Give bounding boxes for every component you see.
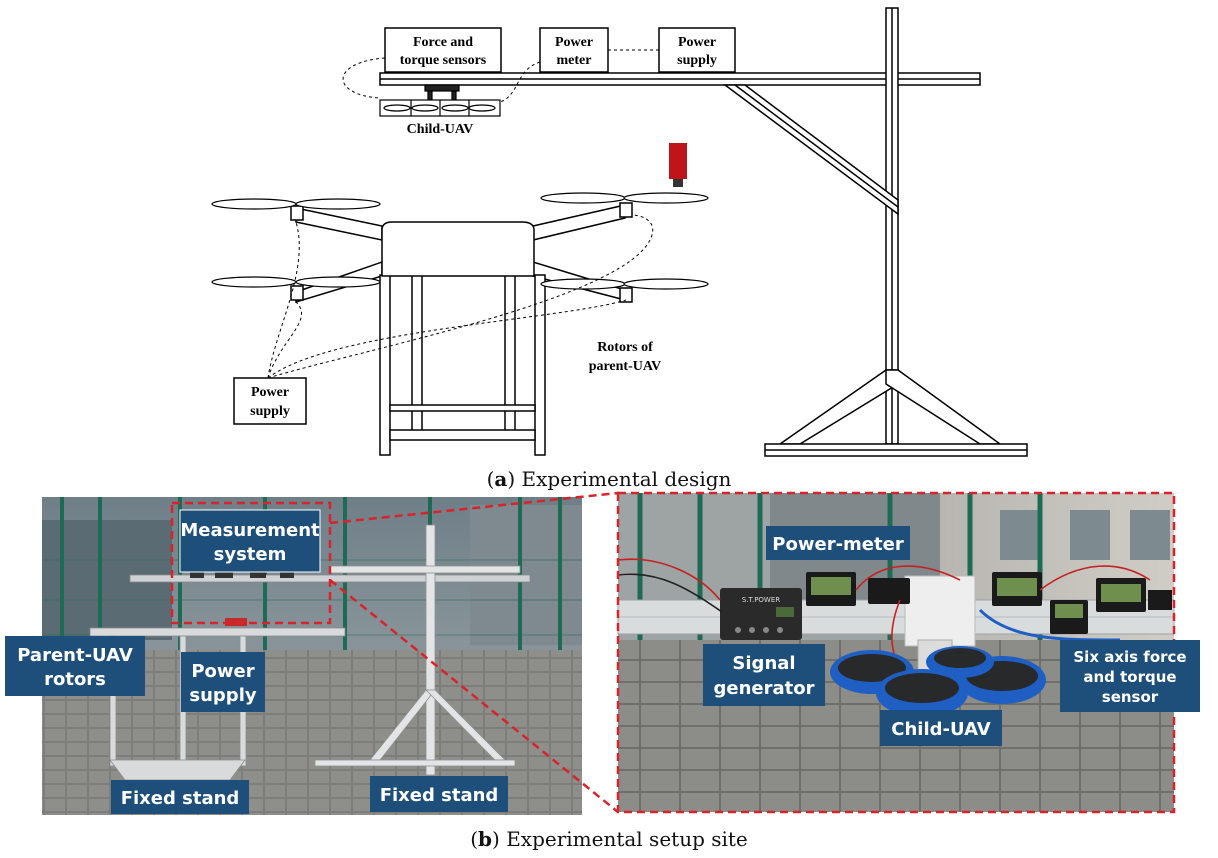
svg-text:S.T.POWER: S.T.POWER (742, 596, 780, 604)
power-supply-top-box: Power supply (658, 27, 736, 73)
top-beam (379, 72, 981, 86)
power-meter-line2: meter (557, 53, 592, 68)
panel-b-right-photo: S.T.POWER (616, 491, 1200, 814)
power-supply-top-line1: Power (678, 35, 716, 50)
label-six-axis-sensor: Six axis force and torque sensor (1060, 640, 1200, 712)
label-fixed-stand-left: Fixed stand (111, 780, 249, 814)
svg-text:rotors: rotors (44, 669, 106, 690)
child-uav-sketch (379, 84, 501, 117)
power-supply-top-line2: supply (677, 53, 717, 68)
force-torque-box: Force and torque sensors (384, 27, 502, 73)
panel-b-left-photo: Measurement system Parent-UAV rotors Pow… (5, 497, 582, 815)
fixed-stand-a (722, 7, 1028, 457)
zoom-connector (329, 491, 619, 813)
svg-text:generator: generator (714, 678, 815, 699)
wiring-bottom (267, 214, 654, 379)
svg-text:Power: Power (191, 661, 254, 682)
svg-text:Child-UAV: Child-UAV (891, 719, 990, 740)
panel-a-design: Child-UAV Force and torque sensors Power… (211, 7, 1028, 457)
svg-text:system: system (214, 544, 287, 565)
label-measurement-system: Measurement system (179, 509, 321, 573)
label-power-supply-photo: Power supply (181, 652, 265, 712)
power-meter-line1: Power (555, 35, 593, 50)
svg-text:and torque: and torque (1083, 668, 1176, 686)
power-meter-box: Power meter (539, 27, 609, 73)
svg-text:Power-meter: Power-meter (772, 534, 904, 555)
svg-text:Measurement: Measurement (180, 520, 320, 541)
measurement-highlight (170, 501, 332, 625)
label-power-meter-photo: Power-meter (766, 526, 910, 560)
label-signal-generator: Signal generator (703, 644, 825, 706)
svg-text:Parent-UAV: Parent-UAV (17, 645, 133, 666)
power-supply-bottom-line2: supply (250, 404, 290, 419)
caption-a: (a) Experimental design (487, 467, 732, 491)
label-fixed-stand-right: Fixed stand (370, 776, 508, 812)
svg-text:Six axis force: Six axis force (1073, 648, 1186, 666)
force-torque-line2: torque sensors (400, 53, 487, 68)
caption-b: (b) Experimental setup site (470, 827, 748, 851)
laser-sensor-icon (669, 143, 687, 187)
svg-text:Signal: Signal (732, 653, 795, 674)
wiring-top (342, 49, 659, 103)
force-torque-line1: Force and (413, 35, 473, 50)
label-parent-uav-rotors: Parent-UAV rotors (5, 636, 145, 696)
svg-text:supply: supply (189, 685, 256, 706)
svg-text:sensor: sensor (1102, 688, 1159, 706)
rotors-line2: parent-UAV (589, 359, 662, 374)
child-uav-photo (830, 646, 1046, 717)
power-supply-bottom-box: Power supply (233, 377, 307, 425)
parent-uav-sketch (290, 202, 633, 456)
svg-text:Fixed stand: Fixed stand (121, 788, 240, 809)
label-child-uav-photo: Child-UAV (880, 710, 1002, 746)
child-uav-label: Child-UAV (407, 122, 474, 137)
rotors-line1: Rotors of (597, 340, 653, 355)
signal-generator-device (720, 588, 802, 640)
power-supply-bottom-line1: Power (251, 385, 289, 400)
parent-rotors (211, 192, 709, 290)
svg-text:Fixed stand: Fixed stand (380, 785, 499, 806)
